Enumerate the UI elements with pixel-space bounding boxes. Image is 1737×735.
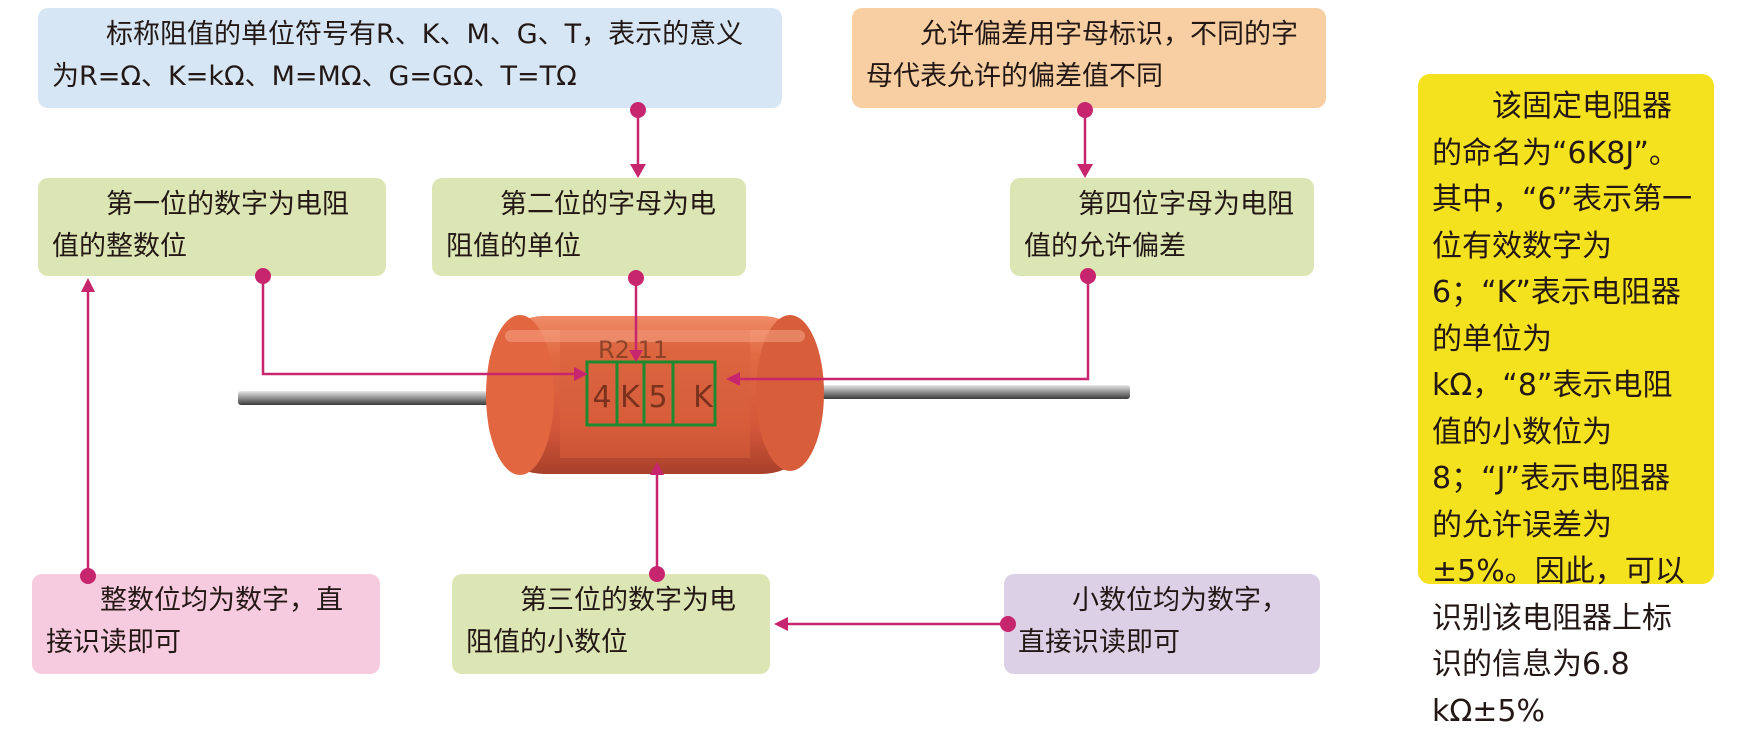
third-digit-text: 第三位的数字为电阻值的小数位 (466, 585, 736, 658)
unit-symbols-box: 标称阻值的单位符号有R、K、M、G、T，表示的意义为R=Ω、K=kΩ、M=MΩ、… (38, 8, 782, 108)
resistor-diagram: R2 11 4 K 5 K (80, 102, 1130, 632)
fourth-letter-box: 第四位字母为电阻值的允许偏差 (1010, 178, 1314, 276)
summary-box: 该固定电阻器的命名为“6K8J”。其中，“6”表示第一位有效数字为6；“K”表示… (1418, 74, 1714, 729)
code-char-4: K (693, 380, 714, 415)
third-digit-box: 第三位的数字为电阻值的小数位 (452, 574, 770, 674)
resistor-body (486, 315, 824, 475)
connector-dots (80, 102, 1096, 632)
tolerance-letters-box: 允许偏差用字母标识，不同的字母代表允许的偏差值不同 (852, 8, 1326, 108)
code-highlight-frame (585, 360, 717, 427)
second-letter-box: 第二位的字母为电阻值的单位 (432, 178, 746, 276)
arrowheads (81, 164, 1093, 631)
integer-digits-text: 整数位均为数字，直接识读即可 (46, 585, 343, 658)
decimal-digits-text: 小数位均为数字，直接识读即可 (1018, 585, 1288, 658)
left-lead (238, 391, 498, 405)
integer-digits-box: 整数位均为数字，直接识读即可 (32, 574, 380, 674)
code-char-3: 5 (648, 380, 667, 415)
fourth-letter-text: 第四位字母为电阻值的允许偏差 (1024, 189, 1294, 262)
first-digit-text: 第一位的数字为电阻值的整数位 (52, 189, 349, 262)
summary-text: 该固定电阻器的命名为“6K8J”。其中，“6”表示第一位有效数字为6；“K”表示… (1432, 89, 1693, 729)
code-char-1: 4 (592, 380, 611, 415)
second-letter-text: 第二位的字母为电阻值的单位 (446, 189, 716, 262)
unit-symbols-text: 标称阻值的单位符号有R、K、M、G、T，表示的意义为R=Ω、K=kΩ、M=MΩ、… (52, 19, 744, 92)
decimal-digits-box: 小数位均为数字，直接识读即可 (1004, 574, 1320, 674)
connectors (86, 110, 1090, 626)
tolerance-letters-text: 允许偏差用字母标识，不同的字母代表允许的偏差值不同 (866, 19, 1298, 92)
first-digit-box: 第一位的数字为电阻值的整数位 (38, 178, 386, 276)
right-lead (800, 385, 1130, 399)
code-char-2: K (620, 380, 641, 415)
